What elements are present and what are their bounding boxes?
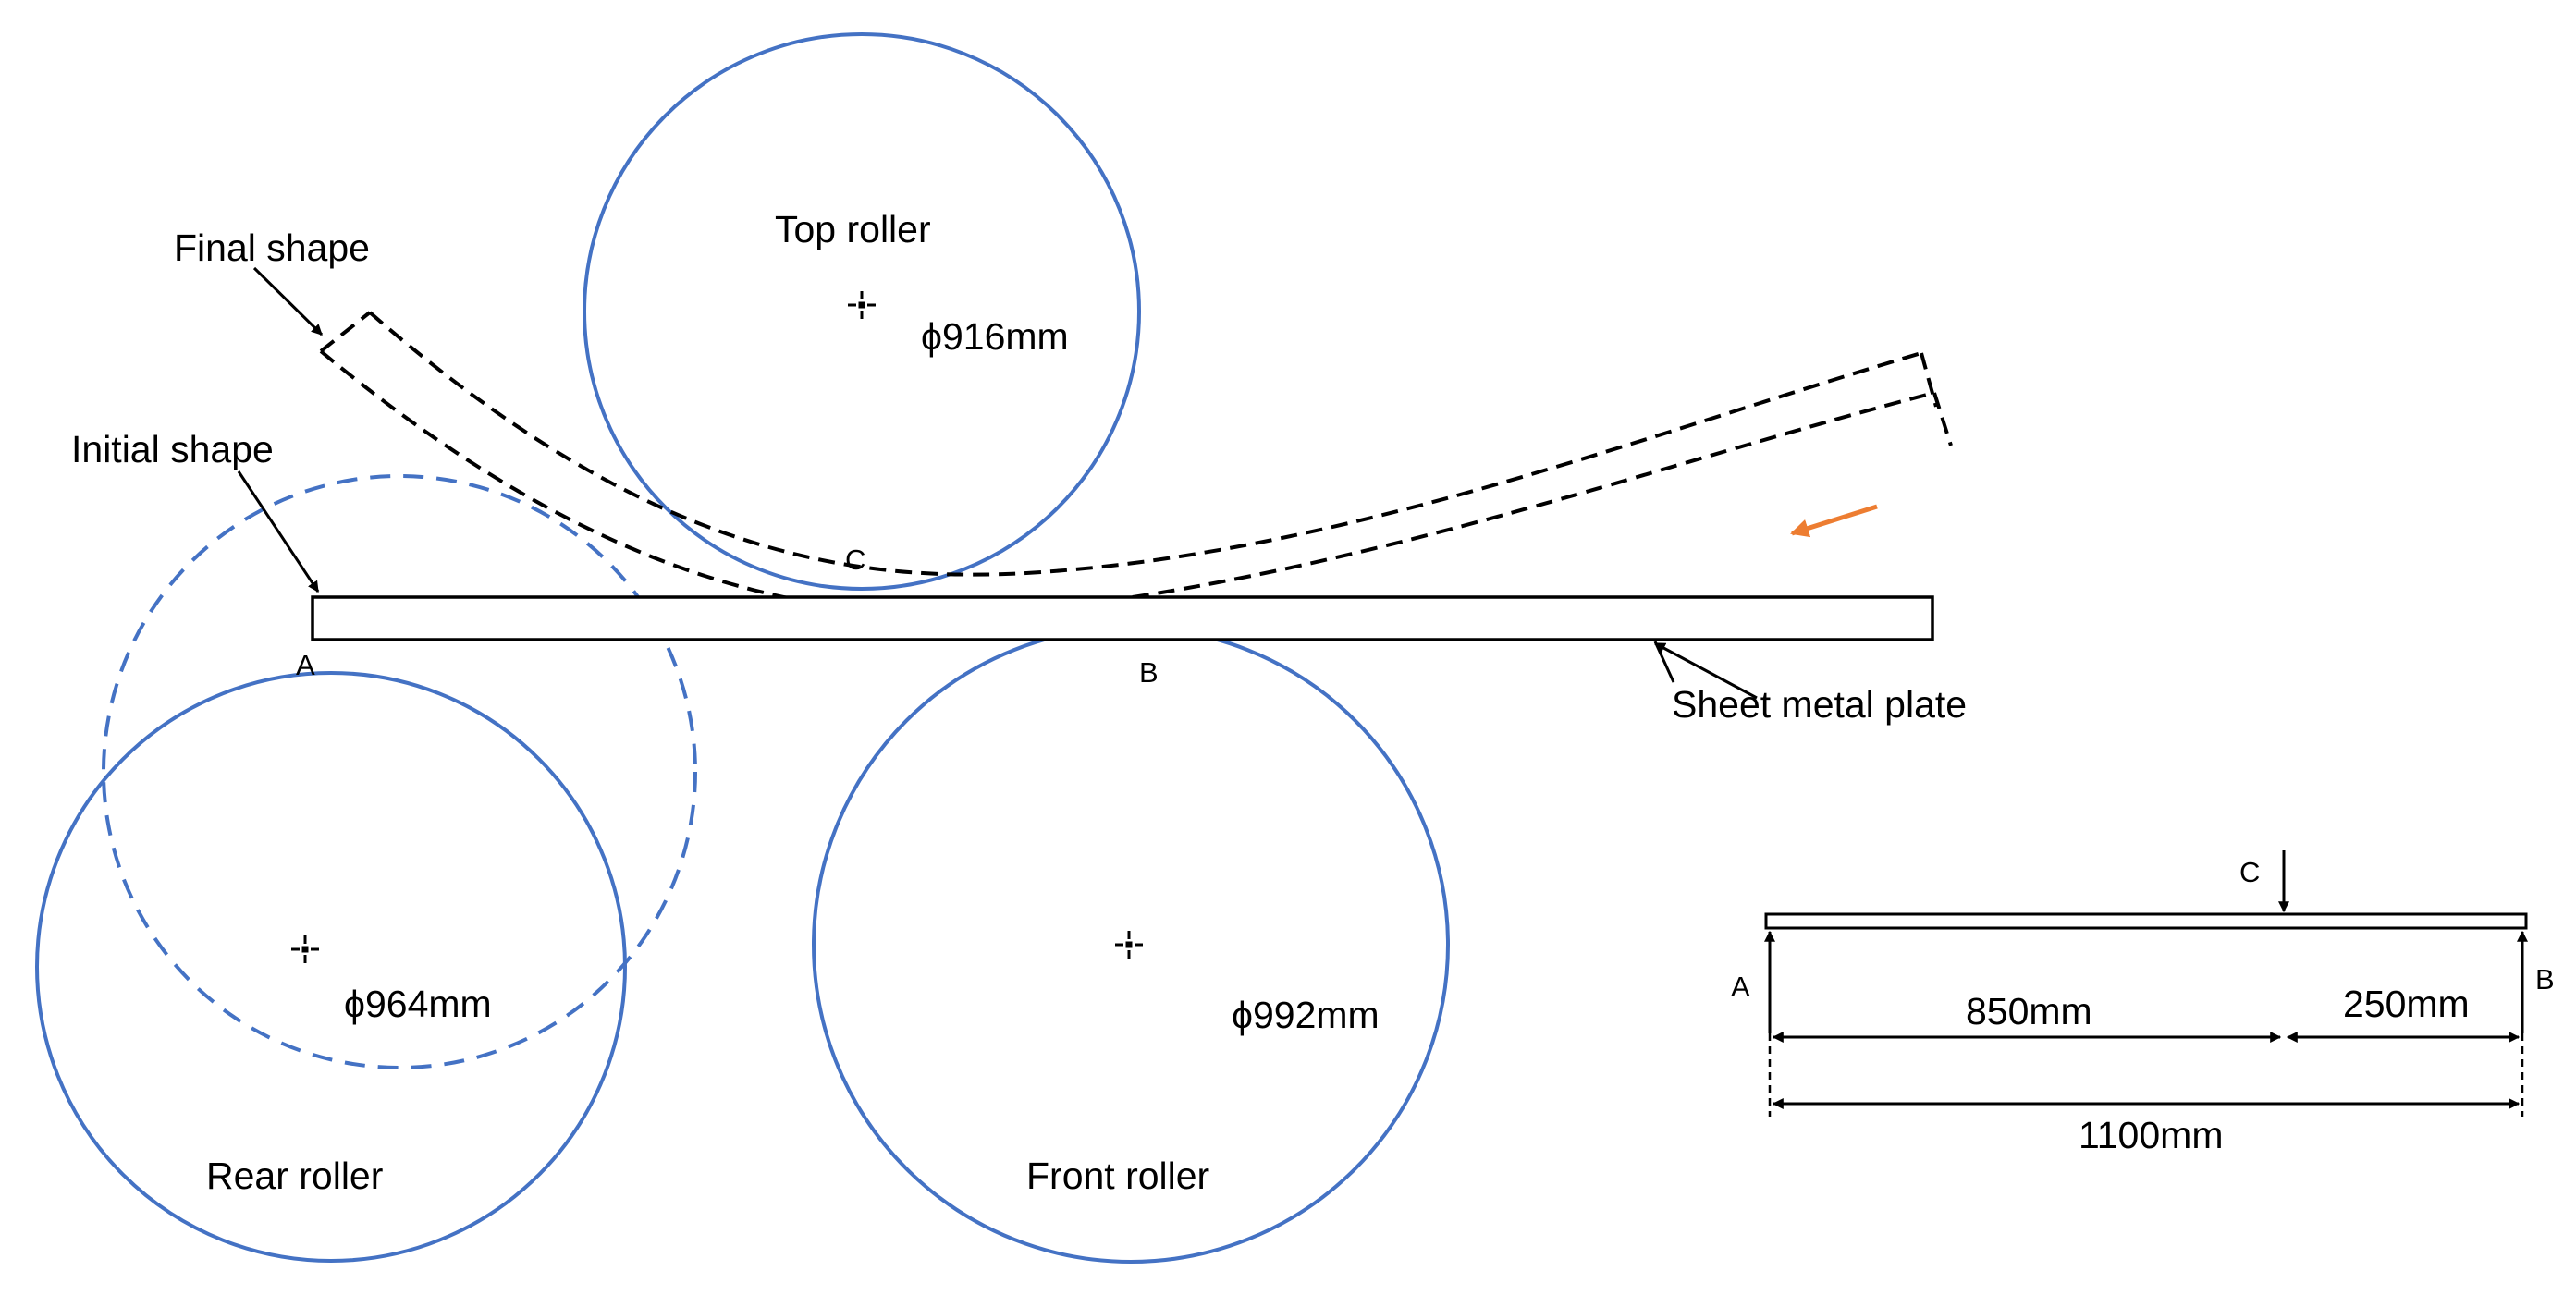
- point-a-label: A: [296, 649, 315, 681]
- rear-roller-initial-position: [102, 474, 697, 1069]
- rear-roller: [35, 671, 627, 1263]
- top-roller: [583, 32, 1141, 591]
- sheet-metal-plate-leader-arrow: [1653, 641, 1758, 700]
- top-roller-center-mark: [848, 291, 876, 319]
- sheet-metal-plate-label: Sheet metal plate: [1672, 683, 1967, 726]
- point-c-label: C: [845, 544, 865, 576]
- beam-diagram: C A B 850mm 250mm 1100mm: [1731, 850, 2555, 1156]
- dimension-cb-label: 250mm: [2343, 983, 2470, 1025]
- rear-roller-diameter: ϕ964mm: [344, 983, 492, 1025]
- beam: [1764, 912, 2528, 930]
- point-b-label: B: [1139, 656, 1159, 689]
- front-roller-center-mark: [1115, 931, 1143, 959]
- dimension-ab-label: 1100mm: [2079, 1114, 2223, 1156]
- initial-shape-leader: [237, 470, 320, 593]
- top-roller-label: Top roller: [775, 208, 931, 250]
- final-shape-leader: [252, 266, 324, 336]
- rear-roller-label: Rear roller: [206, 1155, 383, 1197]
- final-shape-label: Final shape: [174, 226, 370, 269]
- beam-point-b-label: B: [2535, 963, 2555, 996]
- front-roller-diameter: ϕ992mm: [1232, 994, 1380, 1036]
- beam-point-a-label: A: [1731, 971, 1750, 1003]
- top-roller-diameter: ϕ916mm: [921, 315, 1069, 358]
- feed-direction-arrow: [1790, 504, 1878, 538]
- dimension-ac-label: 850mm: [1966, 990, 2092, 1032]
- rear-roller-center-mark: [291, 935, 319, 963]
- initial-shape-label: Initial shape: [71, 428, 274, 470]
- front-roller-label: Front roller: [1026, 1155, 1209, 1197]
- beam-point-c-label: C: [2239, 856, 2260, 888]
- sheet-metal-plate: [311, 595, 1934, 641]
